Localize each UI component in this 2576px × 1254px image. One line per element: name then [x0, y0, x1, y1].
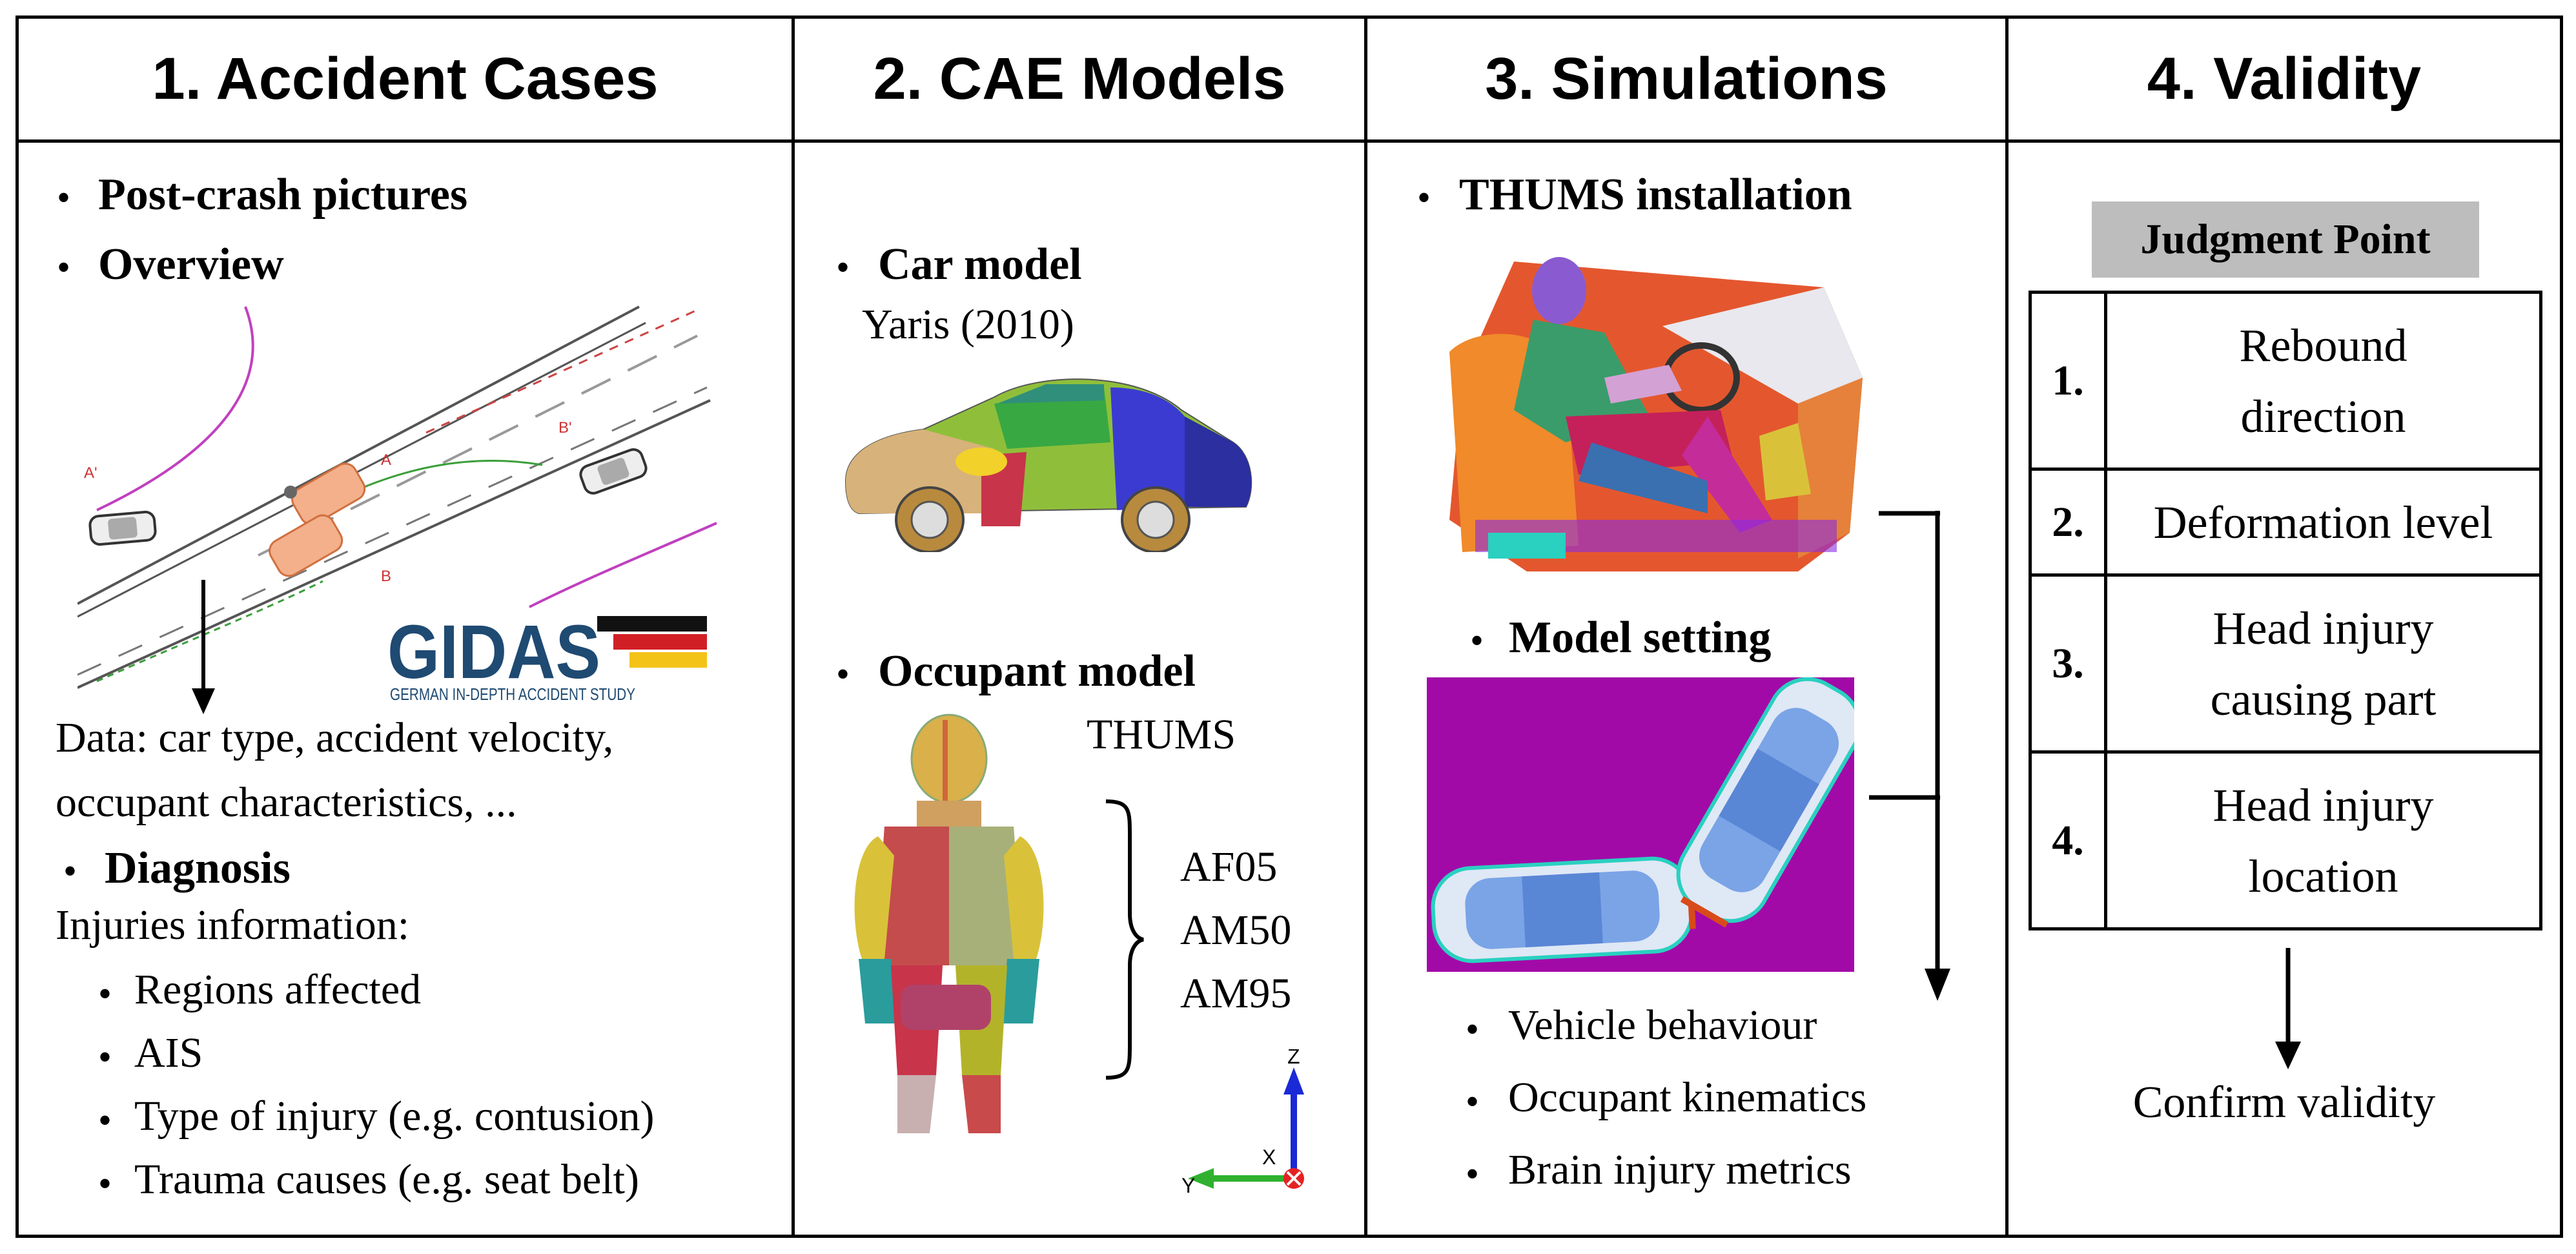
bullet-dot: • — [836, 246, 850, 289]
header-divider — [15, 139, 2563, 143]
bullet-dot: • — [836, 653, 850, 695]
bullet-dot: • — [98, 1099, 112, 1142]
variant-brace — [1101, 797, 1146, 1082]
injury-item-ais: AIS — [134, 1029, 203, 1076]
frame-top — [15, 15, 2563, 19]
judgment-text: Rebound direction — [2104, 291, 2542, 471]
judgment-line: location — [2248, 850, 2398, 902]
variant-af05: AF05 — [1180, 843, 1278, 890]
bullet-dot: • — [1470, 619, 1484, 662]
data-line-2: occupant characteristics, ... — [56, 779, 517, 826]
model-setting-label: Model setting — [1509, 613, 1772, 663]
confirm-validity-label: Confirm validity — [2132, 1078, 2436, 1127]
axis-z-label: Z — [1287, 1049, 1300, 1068]
judgment-line: causing part — [2210, 673, 2437, 725]
judgment-num: 4. — [2029, 750, 2107, 930]
car-model-image — [833, 358, 1259, 552]
judgment-text: Deformation level — [2104, 468, 2542, 577]
bullet-dot: • — [57, 246, 71, 289]
post-crash-label: Post-crash pictures — [98, 170, 468, 220]
sketch-label-a-prime: A' — [84, 464, 97, 482]
frame-left — [15, 15, 19, 1238]
col-divider-3 — [2005, 15, 2009, 1238]
table-row: 2. Deformation level — [2029, 468, 2542, 577]
car-name: Yaris (2010) — [862, 301, 1074, 348]
injury-item-regions: Regions affected — [134, 966, 422, 1013]
simulation-flow-connector — [1863, 507, 1959, 1004]
sketch-label-b: B — [381, 568, 391, 585]
accident-sketch: A' B' A B — [77, 297, 723, 691]
injury-item-type: Type of injury (e.g. contusion) — [134, 1093, 655, 1140]
thums-label: THUMS — [1087, 711, 1236, 758]
frame-bottom — [15, 1235, 2563, 1238]
axis-triad: Z X Y — [1181, 1049, 1311, 1198]
judgment-line: Rebound — [2239, 319, 2407, 371]
data-down-arrow — [190, 580, 216, 715]
output-brain-injury-metrics: Brain injury metrics — [1508, 1146, 1852, 1193]
judgment-num: 3. — [2029, 573, 2107, 754]
gidas-subtitle: GERMAN IN-DEPTH ACCIDENT STUDY — [390, 684, 635, 704]
sketch-label-a: A — [381, 451, 391, 469]
col-divider-2 — [1364, 15, 1367, 1238]
diagnosis-label: Diagnosis — [105, 843, 291, 893]
table-row: 4. Head injury location — [2029, 750, 2542, 930]
gidas-logo: GIDAS GERMAN IN-DEPTH ACCIDENT STUDY — [387, 613, 710, 704]
axis-y-label: Y — [1181, 1174, 1195, 1197]
judgment-num: 1. — [2029, 291, 2107, 471]
judgment-line: direction — [2240, 390, 2406, 442]
header-validity: 4. Validity — [2147, 45, 2422, 112]
bullet-dot: • — [98, 972, 112, 1015]
occupant-model-label: Occupant model — [878, 646, 1196, 696]
thums-installation-image — [1436, 249, 1876, 591]
overview-label: Overview — [98, 240, 284, 289]
bullet-dot: • — [1466, 1008, 1480, 1051]
bullet-dot: • — [98, 1036, 112, 1078]
gidas-logo-text: GIDAS — [387, 613, 600, 695]
judgment-point-title: Judgment Point — [2092, 201, 2479, 278]
table-row: 1. Rebound direction — [2029, 291, 2542, 471]
occupant-model-image — [846, 714, 1059, 1140]
data-line-1: Data: car type, accident velocity, — [56, 714, 614, 761]
frame-right — [2560, 15, 2563, 1238]
bullet-dot: • — [98, 1162, 112, 1205]
output-occupant-kinematics: Occupant kinematics — [1508, 1074, 1867, 1121]
judgment-text: Head injury location — [2104, 750, 2542, 930]
sketch-label-b-prime: B' — [558, 419, 572, 437]
output-vehicle-behaviour: Vehicle behaviour — [1508, 1002, 1817, 1049]
header-cae-models: 2. CAE Models — [873, 45, 1286, 112]
car-model-label: Car model — [878, 240, 1082, 289]
judgment-line: Head injury — [2213, 602, 2434, 654]
bullet-dot: • — [63, 850, 77, 892]
col-divider-1 — [792, 15, 795, 1238]
judgment-line: Head injury — [2213, 779, 2434, 831]
bullet-dot: • — [1466, 1080, 1480, 1123]
variant-am50: AM50 — [1180, 907, 1292, 954]
injuries-info-label: Injuries information: — [56, 901, 410, 949]
judgment-points-table: 1. Rebound direction 2. Deformation level… — [2029, 291, 2542, 930]
axis-x-label: X — [1262, 1146, 1276, 1169]
judgment-text: Head injury causing part — [2104, 573, 2542, 754]
judgment-num: 2. — [2029, 468, 2107, 577]
bullet-dot: • — [1466, 1153, 1480, 1195]
bullet-dot: • — [57, 176, 71, 219]
variant-am95: AM95 — [1180, 970, 1292, 1017]
validity-down-arrow — [2275, 948, 2301, 1071]
injury-item-trauma: Trauma causes (e.g. seat belt) — [134, 1156, 639, 1203]
judgment-line: Deformation level — [2153, 496, 2493, 548]
header-accident-cases: 1. Accident Cases — [152, 45, 659, 112]
thums-installation-label: THUMS installation — [1459, 170, 1852, 220]
bullet-dot: • — [1417, 176, 1431, 219]
header-simulations: 3. Simulations — [1485, 45, 1888, 112]
table-row: 3. Head injury causing part — [2029, 573, 2542, 754]
model-setting-image — [1427, 677, 1854, 972]
